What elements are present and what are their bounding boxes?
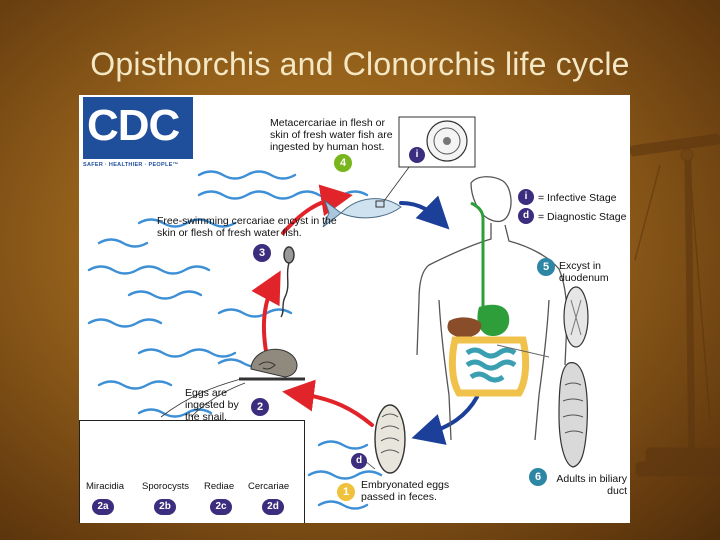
stage-label-2b: Sporocysts (142, 481, 189, 492)
stage-label-2a: Miracidia (86, 481, 125, 492)
intermediate-stages-inset: Miracidia Sporocysts Rediae Cercariae 2a… (79, 420, 305, 523)
step-2-text: Eggs are ingested by the snail. (185, 387, 239, 423)
cdc-logo-text: CDC (87, 101, 180, 150)
stage-badge-2d: 2d (262, 499, 284, 515)
stage-badge-2a: 2a (92, 499, 114, 515)
step-3-badge: 3 (253, 244, 271, 262)
step-5-text: Excyst in duodenum (559, 260, 609, 284)
stage-badge-2c: 2c (210, 499, 232, 515)
step-5-badge: 5 (537, 258, 555, 276)
legend-infective-label: = Infective Stage (538, 192, 617, 204)
lifecycle-arrows-blue (399, 195, 479, 445)
water-waves (87, 170, 383, 510)
fish-drawing (322, 158, 416, 228)
cdc-logo: CDC SAFER · HEALTHIER · PEOPLE™ (81, 95, 195, 173)
gut-to-adult-connector (496, 344, 550, 358)
legend-diagnostic-label: = Diagnostic Stage (538, 211, 627, 223)
embryonated-egg-drawing (374, 404, 406, 474)
stage-badge-2b: 2b (154, 499, 176, 515)
inset-pointer-lines (160, 378, 246, 418)
adult-fluke-drawing (558, 362, 588, 468)
excysted-metacercaria-drawing (563, 286, 589, 348)
stage-label-2d: Cercariae (248, 481, 290, 492)
step-3-text: Free-swimming cercariae encyst in the sk… (157, 215, 337, 239)
infective-marker: i (409, 147, 425, 163)
lifecycle-arrows-red (251, 184, 374, 427)
cdc-logo-box: CDC (83, 97, 193, 159)
life-cycle-diagram: CDC SAFER · HEALTHIER · PEOPLE™ i = Infe… (79, 95, 630, 523)
step-1-badge: 1 (337, 483, 355, 501)
step-6-badge: 6 (529, 468, 547, 486)
step-2-badge: 2 (251, 398, 269, 416)
digestive-system (447, 201, 530, 397)
step-6-text: Adults in biliary duct (556, 473, 627, 497)
step-4-text: Metacercariae in flesh or skin of fresh … (270, 117, 393, 153)
cdc-tagline: SAFER · HEALTHIER · PEOPLE™ (83, 162, 179, 168)
cercaria-drawing (280, 246, 295, 318)
snail-drawing (239, 348, 305, 381)
legend-diagnostic-badge: d (518, 208, 534, 224)
stage-label-2c: Rediae (204, 481, 235, 492)
diagnostic-marker: d (351, 453, 367, 469)
legend-infective-badge: i (518, 189, 534, 205)
step-1-text: Embryonated eggs passed in feces. (361, 479, 450, 503)
slide-title: Opisthorchis and Clonorchis life cycle (90, 46, 630, 82)
step-4-badge: 4 (334, 154, 352, 172)
